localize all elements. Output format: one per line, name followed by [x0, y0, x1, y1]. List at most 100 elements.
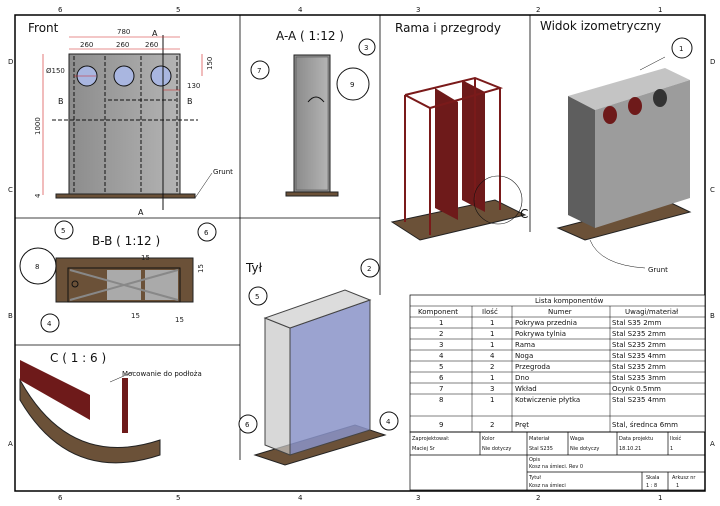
svg-text:3: 3	[364, 44, 368, 52]
column-header: Numer	[548, 308, 572, 316]
table-cell: Ocynk 0.5mm	[612, 385, 661, 393]
detail-c-view: C ( 1 : 6 ) Mocowanie do podłoża	[19, 351, 202, 464]
svg-text:C: C	[710, 186, 715, 194]
view-dividers	[15, 15, 531, 460]
svg-text:1: 1	[658, 494, 662, 502]
svg-text:A: A	[8, 440, 13, 448]
table-cell: Przegroda	[515, 363, 550, 371]
svg-text:Kolor: Kolor	[482, 436, 496, 442]
svg-text:4: 4	[298, 6, 303, 14]
table-border	[409, 294, 706, 433]
table-cell: 1	[490, 374, 494, 382]
svg-text:5: 5	[61, 227, 65, 235]
svg-text:1: 1	[670, 446, 673, 452]
table-cell: Pokrywa tylnia	[515, 330, 566, 338]
table-cell: Stal S35 2mm	[612, 319, 661, 327]
hole	[113, 65, 135, 87]
svg-text:C ( 1 : 6 ): C ( 1 : 6 )	[50, 351, 106, 365]
svg-text:6: 6	[58, 494, 63, 502]
svg-text:2: 2	[367, 265, 371, 273]
svg-text:A: A	[138, 208, 144, 217]
svg-text:Widok izometryczny: Widok izometryczny	[540, 19, 661, 33]
table-cell: 3	[490, 385, 494, 393]
svg-text:15: 15	[175, 316, 184, 324]
svg-text:Waga: Waga	[570, 436, 584, 442]
svg-text:6: 6	[245, 421, 250, 429]
svg-text:B-B ( 1:12 ): B-B ( 1:12 )	[92, 234, 160, 248]
table-cell: Stal, średnca 6mm	[612, 421, 678, 429]
svg-text:Front: Front	[28, 21, 59, 35]
svg-text:B: B	[710, 312, 715, 320]
table-cell: Noga	[515, 352, 533, 360]
svg-text:D: D	[8, 58, 13, 66]
table-cell: 6	[439, 374, 444, 382]
svg-text:150: 150	[206, 57, 214, 70]
svg-text:Stal S235: Stal S235	[529, 446, 553, 452]
svg-text:A: A	[152, 29, 158, 38]
table-cell: Stal S235 4mm	[612, 396, 666, 404]
svg-text:Skala: Skala	[646, 475, 660, 481]
svg-text:5: 5	[255, 293, 259, 301]
svg-text:780: 780	[117, 28, 130, 36]
svg-text:Grunt: Grunt	[213, 168, 233, 176]
front-view: Front 780 260 260 260 Ø150 150 130 1000 …	[28, 21, 233, 217]
frame-row-labels: D C B A D C B A	[8, 58, 715, 448]
table-cell: Stal S235 2mm	[612, 330, 666, 338]
designer-label: Zaprojektował:	[412, 436, 450, 442]
section-bb-view: B-B ( 1:12 ) 5 6 8 4 15 15 15 15	[19, 220, 217, 333]
table-cell: 3	[439, 341, 443, 349]
svg-text:7: 7	[257, 67, 261, 75]
table-cell: 1	[490, 341, 494, 349]
table-cell: 1	[490, 319, 494, 327]
table-cell: Kotwiczenie płytka	[515, 396, 580, 404]
table-title: Lista komponentów	[535, 297, 604, 305]
table-cell: 8	[439, 396, 443, 404]
svg-text:4: 4	[298, 494, 303, 502]
svg-text:4: 4	[386, 418, 391, 426]
svg-text:D: D	[710, 58, 715, 66]
svg-text:9: 9	[350, 81, 354, 89]
table-cell: Stal S235 3mm	[612, 374, 666, 382]
table-cell: Wkład	[515, 385, 537, 393]
table-cell: 7	[439, 385, 443, 393]
table-cell: 1	[490, 396, 494, 404]
svg-text:15: 15	[131, 312, 140, 320]
svg-text:130: 130	[187, 82, 200, 90]
svg-text:Nie dotyczy: Nie dotyczy	[570, 446, 599, 452]
column-header: Uwagi/materiał	[625, 308, 678, 316]
svg-text:Mocowanie do podłoża: Mocowanie do podłoża	[122, 370, 202, 378]
svg-text:1: 1	[676, 483, 679, 489]
svg-text:Tył: Tył	[245, 261, 263, 275]
isometric-view: Widok izometryczny 1 Grunt	[540, 19, 693, 274]
svg-text:2: 2	[536, 494, 540, 502]
svg-text:4: 4	[47, 320, 52, 328]
svg-text:4: 4	[34, 193, 42, 198]
svg-text:15: 15	[197, 264, 205, 273]
svg-text:Kosz na śmieci: Kosz na śmieci	[529, 482, 566, 489]
table-cell: Stal S235 2mm	[612, 341, 666, 349]
table-cell: 2	[490, 421, 494, 429]
svg-text:2: 2	[536, 6, 540, 14]
svg-text:1: 1	[679, 45, 683, 53]
frame-view: Rama i przegrody C	[390, 21, 528, 241]
svg-text:5: 5	[176, 494, 180, 502]
svg-text:260: 260	[116, 41, 129, 49]
svg-text:Ø150: Ø150	[46, 67, 65, 75]
svg-text:Ilość: Ilość	[670, 435, 682, 442]
svg-text:260: 260	[145, 41, 158, 49]
svg-text:B: B	[8, 312, 13, 320]
svg-text:Grunt: Grunt	[648, 266, 668, 274]
svg-text:8: 8	[35, 263, 39, 271]
svg-text:18.10.21: 18.10.21	[619, 446, 641, 452]
svg-text:Kosz na śmieci. Rev 0: Kosz na śmieci. Rev 0	[529, 463, 583, 470]
svg-text:C: C	[520, 207, 528, 221]
hole	[150, 65, 172, 87]
svg-text:Opis: Opis	[529, 457, 540, 463]
svg-text:Nie dotyczy: Nie dotyczy	[482, 446, 511, 452]
table-cell: 4	[439, 352, 444, 360]
column-header: Ilość	[482, 308, 498, 316]
table-cell: 2	[490, 363, 494, 371]
